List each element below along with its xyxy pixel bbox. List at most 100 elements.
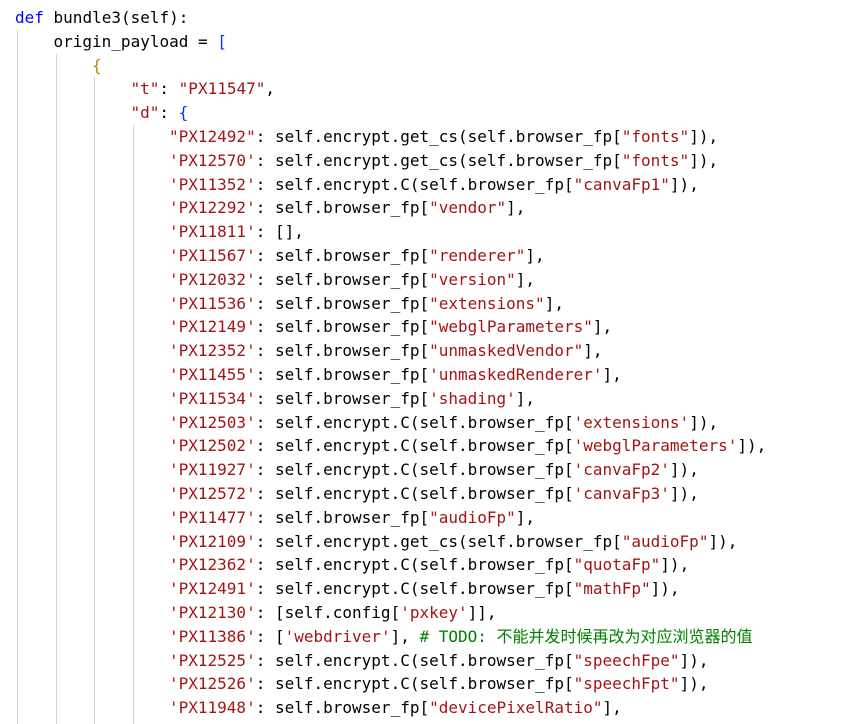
code-line[interactable]: 'PX11534': self.browser_fp['shading'],: [169, 387, 535, 411]
code-token: : self.browser_fp[: [255, 317, 430, 337]
code-token: "renderer": [429, 246, 526, 265]
code-line[interactable]: 'PX12032': self.browser_fp["version"],: [169, 268, 535, 292]
code-token: :: [159, 103, 179, 123]
code-line[interactable]: 'PX12362': self.encrypt.C(self.browser_f…: [169, 553, 689, 577]
code-token: "mathFp": [573, 579, 651, 599]
code-line[interactable]: 'PX12570': self.encrypt.get_cs(self.brow…: [169, 149, 718, 173]
code-token: : self.encrypt.C(self.browser_fp[: [255, 650, 574, 670]
code-token: : self.browser_fp[: [255, 198, 430, 218]
code-token: ]),: [737, 436, 767, 456]
code-token: 'PX11386': [169, 626, 256, 646]
code-line[interactable]: 'PX12503': self.encrypt.C(self.browser_f…: [169, 411, 718, 435]
code-token: 'extensions': [573, 412, 690, 432]
code-token: "speechFpt": [573, 674, 680, 694]
code-token: "webglParameters": [429, 317, 593, 337]
code-token: ]),: [660, 555, 690, 575]
code-line[interactable]: 'PX11567': self.browser_fp["renderer"],: [169, 244, 545, 268]
code-line[interactable]: def bundle3(self):: [15, 6, 188, 30]
code-token: : self.browser_fp[: [255, 269, 430, 289]
code-token: 'PX12292': [169, 198, 256, 218]
code-line[interactable]: 'PX12130': [self.config['pxkey']],: [169, 601, 497, 625]
code-token: "PX11547": [178, 79, 266, 99]
code-line[interactable]: 'PX12491': self.encrypt.C(self.browser_f…: [169, 577, 680, 601]
code-token: 'PX11811': [169, 222, 256, 242]
code-token: : self.encrypt.C(self.browser_fp[: [255, 174, 574, 194]
code-token: "PX12492": [169, 127, 256, 146]
code-token: 'PX12526': [169, 674, 256, 694]
code-line[interactable]: 'PX12109': self.encrypt.get_cs(self.brow…: [169, 530, 737, 554]
code-token: "d": [130, 103, 160, 123]
code-token: : self.browser_fp[: [255, 246, 430, 265]
code-token: 'PX12502': [169, 436, 256, 456]
code-token: "audioFp": [621, 531, 709, 551]
code-token: 'PX12570': [169, 150, 256, 170]
code-token: 'PX12130': [169, 603, 256, 622]
code-line[interactable]: 'PX12292': self.browser_fp["vendor"],: [169, 196, 525, 220]
code-token: 'PX12362': [169, 555, 256, 575]
code-line[interactable]: "t": "PX11547",: [131, 77, 276, 101]
code-token: 'shading': [429, 388, 516, 408]
code-line[interactable]: 'PX12352': self.browser_fp["unmaskedVend…: [169, 339, 602, 363]
code-token: : self.encrypt.C(self.browser_fp[: [255, 674, 574, 694]
code-line[interactable]: 'PX11386': ['webdriver'], # TODO: 不能并发时候…: [169, 625, 753, 649]
code-line[interactable]: 'PX11927': self.encrypt.C(self.browser_f…: [169, 458, 699, 482]
code-token: : [self.config[: [255, 603, 401, 622]
code-token: ],: [515, 507, 536, 527]
code-token: ]),: [689, 127, 719, 146]
code-token: ]),: [679, 674, 709, 694]
code-token: bundle3(self):: [43, 8, 189, 27]
code-line[interactable]: 'PX11536': self.browser_fp["extensions"]…: [169, 292, 564, 316]
code-token: :: [159, 79, 179, 99]
code-token: def: [15, 8, 44, 27]
code-token: "canvaFp1": [573, 174, 670, 194]
code-token: : self.browser_fp[: [255, 293, 430, 313]
code-line[interactable]: 'PX11455': self.browser_fp['unmaskedRend…: [169, 363, 622, 387]
code-token: 'PX12572': [169, 484, 256, 503]
code-token: [: [217, 31, 227, 51]
code-token: ],: [544, 293, 564, 313]
code-token: ],: [515, 269, 536, 289]
code-token: : [],: [255, 222, 304, 242]
code-token: : self.encrypt.C(self.browser_fp[: [255, 579, 574, 599]
code-line[interactable]: 'PX12526': self.encrypt.C(self.browser_f…: [169, 672, 708, 696]
code-token: : self.browser_fp[: [255, 698, 430, 718]
code-line[interactable]: 'PX12502': self.encrypt.C(self.browser_f…: [169, 434, 766, 458]
code-token: "speechFpe": [573, 650, 680, 670]
code-token: : self.encrypt.C(self.browser_fp[: [255, 555, 574, 575]
code-token: 'PX11477': [169, 507, 256, 527]
code-line[interactable]: "d": {: [131, 101, 189, 125]
code-token: ,: [265, 79, 276, 99]
code-line[interactable]: 'PX11948': self.browser_fp["devicePixelR…: [169, 696, 622, 720]
code-token: 'PX11927': [169, 460, 256, 480]
indent-guide: [55, 53, 57, 724]
code-token: origin_payload =: [53, 31, 218, 51]
code-line[interactable]: 'PX12572': self.encrypt.C(self.browser_f…: [169, 482, 699, 506]
code-line[interactable]: origin_payload = [: [54, 30, 227, 54]
code-token: 'pxkey': [400, 603, 468, 622]
code-token: 'PX11352': [169, 174, 256, 194]
code-line[interactable]: {: [92, 54, 102, 78]
code-token: ]),: [708, 531, 738, 551]
code-token: "extensions": [429, 293, 545, 313]
code-line[interactable]: 'PX11352': self.encrypt.C(self.browser_f…: [169, 173, 699, 197]
indent-guide: [132, 125, 134, 724]
code-token: 'canvaFp2': [573, 460, 670, 480]
code-token: 'PX11455': [169, 365, 256, 384]
code-token: 'webdriver': [284, 626, 391, 646]
code-line[interactable]: 'PX11477': self.browser_fp["audioFp"],: [169, 506, 535, 530]
code-token: 'PX11948': [169, 698, 256, 718]
code-line[interactable]: "PX12492": self.encrypt.get_cs(self.brow…: [169, 125, 718, 149]
code-token: : self.browser_fp[: [255, 341, 430, 361]
code-token: "version": [429, 269, 516, 289]
code-line[interactable]: 'PX12149': self.browser_fp["webglParamet…: [169, 315, 612, 339]
code-token: "fonts": [621, 127, 690, 146]
code-token: ],: [515, 388, 536, 408]
code-token: 'unmaskedRenderer': [429, 365, 603, 384]
code-line[interactable]: 'PX12525': self.encrypt.C(self.browser_f…: [169, 649, 708, 673]
code-token: : self.encrypt.C(self.browser_fp[: [255, 460, 574, 480]
code-token: ],: [506, 198, 526, 218]
code-token: "quotaFp": [573, 555, 661, 575]
code-token: : self.encrypt.C(self.browser_fp[: [255, 436, 574, 456]
code-line[interactable]: 'PX11811': [],: [169, 220, 304, 244]
